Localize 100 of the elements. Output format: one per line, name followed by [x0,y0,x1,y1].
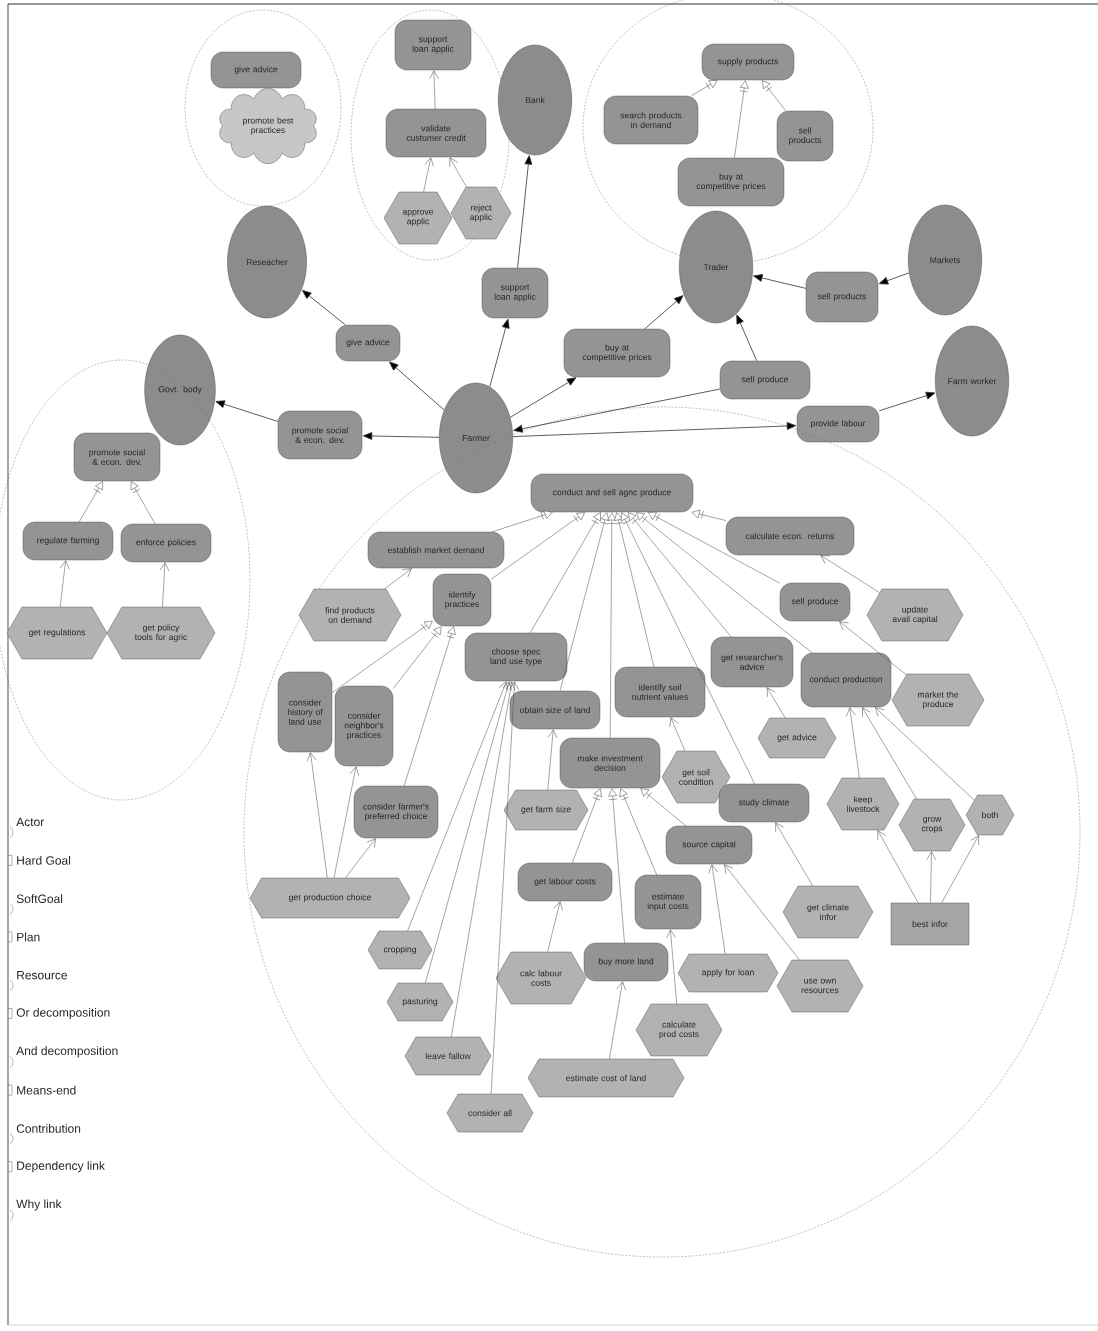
decomposition-link [529,512,601,634]
decomposition-link [130,481,156,525]
means-end-link [724,864,800,961]
means-end-link [839,621,907,675]
dependency-link [878,391,936,412]
legend-item: Plan [7,931,40,943]
goal-box: make investment decision [559,737,661,789]
decomposition-link [647,512,781,584]
dependency-link [215,400,279,422]
boundary-circle [184,9,342,207]
means-end-link [775,822,813,887]
goal-box: supply products [701,43,795,81]
goal-box: consider farmer's preferred choice [353,785,439,839]
decomposition-link [691,80,718,97]
legend-item: Dependency link [7,1161,105,1173]
dependency-link [302,290,346,326]
means-end-link [609,981,626,1060]
means-end-link [846,707,860,779]
decomposition-link [608,788,625,944]
goal-box: study climate [718,783,810,823]
goal-box: give advice [335,324,401,362]
decomposition-link [559,512,610,692]
task-hexagon: get farm size [503,789,589,831]
task-hexagon: reject applic [450,186,512,240]
decomposition-link [614,512,655,668]
dependency-link [362,432,440,440]
goal-box: conduct production [800,652,892,708]
legend-item: Or decomposition [7,1007,110,1020]
goal-box: provide labour [796,405,880,443]
task-hexagon: get advice [757,717,837,759]
task-hexagon: leave fallow [404,1036,492,1076]
decomposition-link [572,788,602,864]
goal-box: buy more land [583,942,669,982]
task-hexagon: get soil condition [661,750,731,804]
task-hexagon: get regulations [6,606,108,660]
task-hexagon: pasturing [386,982,454,1022]
legend-item: Contribution [9,1124,81,1144]
dependency-link [513,388,721,433]
task-hexagon: market the produce [891,673,985,727]
means-end-link [669,717,686,752]
task-hexagon: approve applic [383,191,453,245]
decomposition-link [619,788,657,876]
means-end-link [666,929,677,1005]
means-end-link [425,681,512,984]
means-end-link [333,766,360,879]
legend-item: And decomposition [9,1046,118,1068]
goal-box: obtain size of land [509,690,601,730]
task-hexagon: grow crops [898,798,966,852]
legend-item: Actor [9,817,44,838]
dependency-link [389,361,445,411]
means-end-link [877,830,919,904]
goal-box: estimate input costs [634,874,702,930]
decomposition-link [392,626,442,689]
goal-box: choose spec land use type [464,632,568,682]
means-end-link [345,838,376,879]
goal-box: validate customer credit [385,108,487,158]
dependency-link [736,314,758,362]
means-end-link [429,70,439,110]
means-end-link [547,729,558,791]
goal-box: buy at competitive prices [677,157,785,207]
means-end-link [862,707,917,800]
decomposition-link [762,80,786,112]
softgoal-cloud: promote best practices [219,88,317,164]
legend-item: Means-end [7,1084,76,1096]
means-end-link [407,681,508,932]
goal-box: support loan applic [394,19,472,71]
goal-box: support loan applic [481,267,549,319]
means-end-link [306,752,328,879]
dependency-link [509,377,577,418]
goal-box: promote social & econ. dev. [73,432,161,482]
means-end-link [875,707,975,801]
task-hexagon: find products on demand [298,588,402,642]
legend-item: SoftGoal [9,894,63,915]
goal-box: consider neighbor's practices [334,685,394,767]
goal-box: enforce policies [120,523,212,563]
means-end-link [941,835,979,904]
means-end-link [820,555,880,593]
task-hexagon: cropping [367,930,433,970]
means-end-link [384,568,412,590]
legend-item: Why link [9,1199,62,1221]
decomposition-link [490,512,585,580]
decomposition-link [640,788,687,827]
boundary-circle [243,406,1081,1258]
task-hexagon: keep livestock [826,777,900,831]
task-hexagon: get production choice [249,877,411,919]
dependency-link [512,422,797,437]
decomposition-link [403,626,456,787]
goal-box: get labour costs [517,862,613,902]
dependency-link [644,295,684,330]
goal-box: give advice [210,51,302,89]
decomposition-link [627,512,732,638]
goal-box: calculate econ. returns [725,516,855,556]
dependency-link [489,318,510,388]
means-end-link [547,901,563,953]
task-hexagon: both [965,794,1015,836]
task-hexagon: get climate infor [782,885,874,939]
goal-box: source capital [665,825,753,865]
means-end-link [423,157,434,193]
goal-box: identify soil nutrient values [614,666,706,718]
dependency-link [517,155,533,269]
